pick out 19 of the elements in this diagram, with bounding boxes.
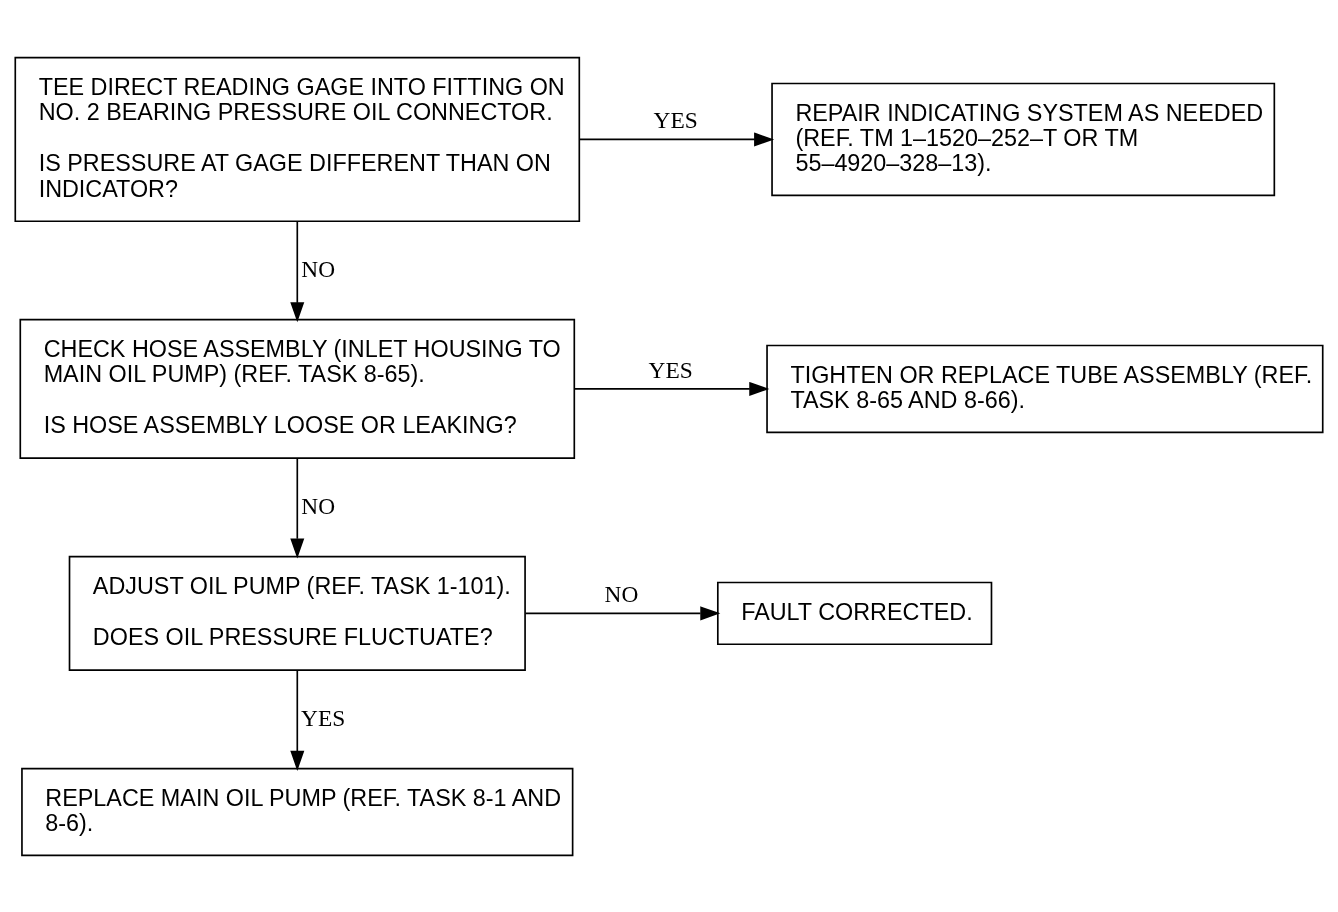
node-box: TIGHTEN OR REPLACE TUBE ASSEMBLY (REF. TASK 8-65 AND 8-66). [766, 344, 1324, 433]
node-box: CHECK HOSE ASSEMBLY (INLET HOUSING TO MAIN OIL PUMP) (REF. TASK 8-65). IS HOSE ASSEMBLY LOOSE OR LEAKING? [19, 318, 576, 459]
node-box: REPLACE MAIN OIL PUMP (REF. TASK 8-1 AND 8-6). [21, 767, 574, 856]
edge-label: YES [301, 704, 346, 730]
node-box: TEE DIRECT READING GAGE INTO FITTING ON NO. 2 BEARING PRESSURE OIL CONNECTOR. IS PRESSURE AT GAGE DIFFERENT THAN ON INDICATOR? [14, 56, 581, 222]
arrow [573, 381, 770, 396]
arrow [290, 669, 305, 771]
edge-label: YES [653, 106, 698, 133]
arrow [578, 131, 775, 146]
arrow [524, 605, 721, 620]
edge-label: NO [301, 255, 336, 282]
edge-label: YES [648, 356, 693, 383]
arrow [290, 457, 305, 559]
node-box: FAULT CORRECTED. [716, 581, 993, 645]
node-box: ADJUST OIL PUMP (REF. TASK 1-101). DOES OIL PRESSURE FLUCTUATE? [68, 555, 526, 671]
arrow [290, 220, 305, 322]
edge-label: NO [301, 492, 336, 519]
node-box: REPAIR INDICATING SYSTEM AS NEEDED (REF. TM 1–1520–252–T OR TM 55–4920–328–13). [771, 82, 1276, 196]
edge-label: NO [604, 580, 639, 607]
